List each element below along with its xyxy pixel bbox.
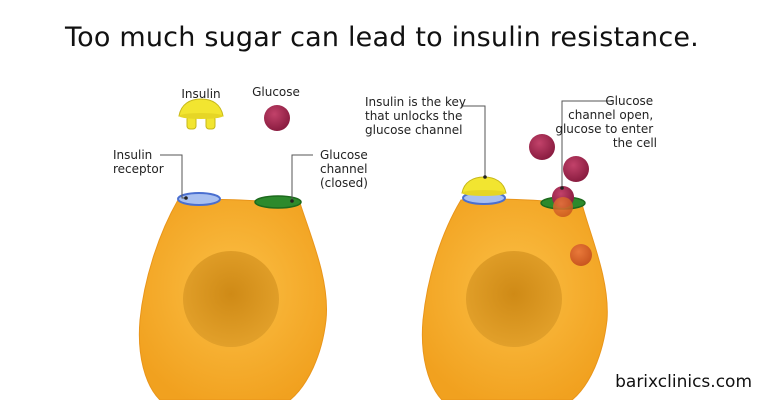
insulin-key-label: Insulin is the key that unlocks the gluc…: [365, 95, 470, 137]
watermark: barixclinics.com: [615, 372, 752, 392]
left-cell-nucleus: [183, 251, 279, 347]
glucose-inside-icon: [553, 197, 573, 217]
leader-lines: [160, 100, 612, 201]
glucose-floating-icon: [563, 156, 589, 182]
insulin-icon: [178, 98, 224, 130]
right-cell-nucleus: [466, 251, 562, 347]
left-cell: [138, 192, 328, 400]
left-insulin-receptor: [177, 192, 221, 206]
glucose-floating-icon: [529, 134, 555, 160]
glucose-label: Glucose: [252, 85, 300, 99]
insulin-label: Insulin: [181, 87, 220, 101]
glucose-inside-icon: [570, 244, 592, 266]
right-cell: [421, 176, 608, 400]
page-title: Too much sugar can lead to insulin resis…: [65, 22, 699, 53]
glucose-channel-open-label: Glucose channel open, glucose to enter t…: [555, 94, 657, 150]
glucose-icon: [264, 105, 290, 131]
glucose-channel-closed-label: Glucose channel (closed): [320, 148, 372, 190]
left-glucose-channel-closed: [254, 195, 302, 209]
insulin-receptor-label: Insulin receptor: [113, 148, 164, 176]
